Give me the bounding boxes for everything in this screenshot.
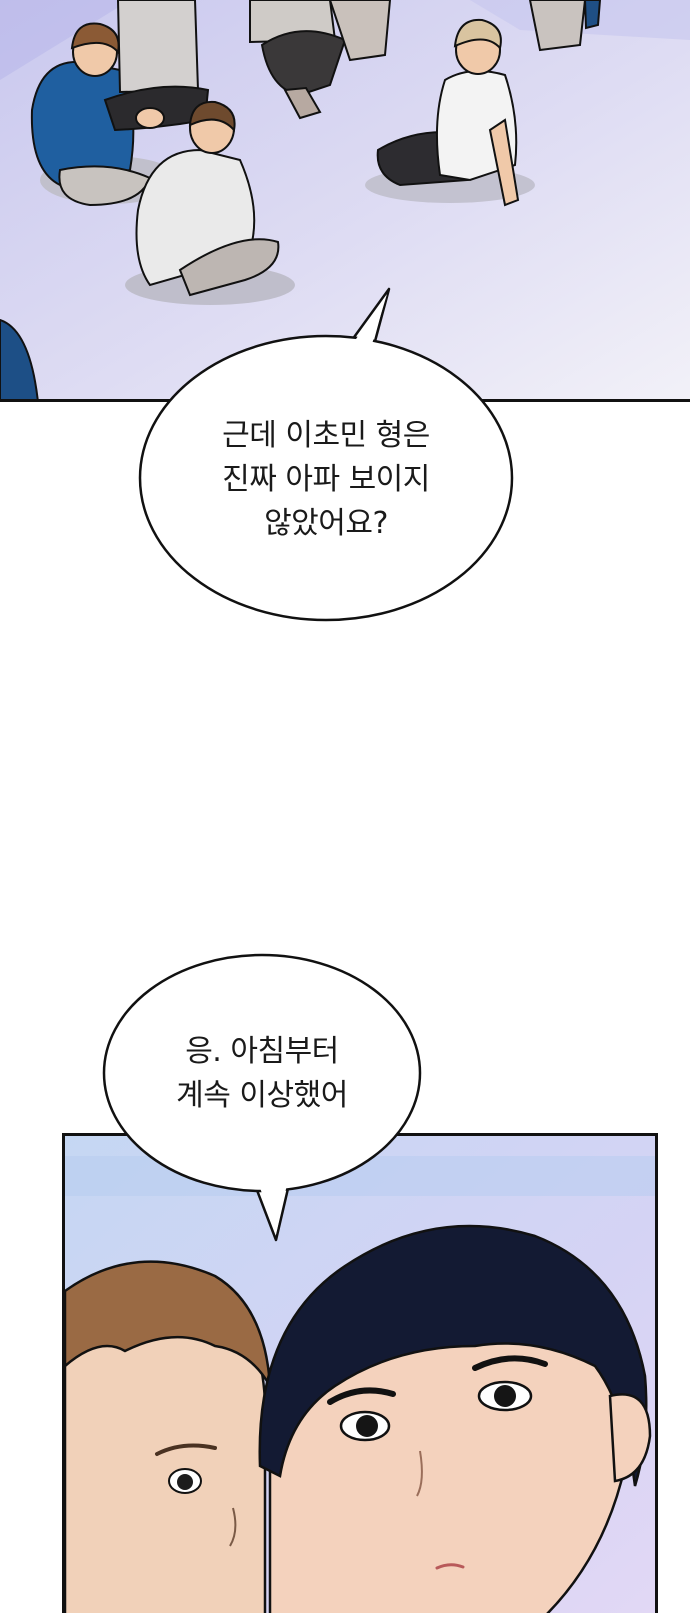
- speech-bubble-1: [138, 287, 514, 622]
- dialogue-line: 응. 아침부터: [185, 1034, 339, 1069]
- illustration-two-characters: [65, 1136, 655, 1613]
- dialogue-line: 진짜 아파 보이지: [222, 462, 430, 497]
- speech-bubble-1-text: 근데 이초민 형은 진짜 아파 보이지 않았어요?: [176, 414, 476, 546]
- character-dark-hair: [258, 1224, 652, 1613]
- character-brown-hair: [65, 1260, 272, 1613]
- dialogue-line: 않았어요?: [264, 506, 388, 541]
- speech-bubble-2-text: 응. 아침부터 계속 이상했어: [122, 1030, 402, 1118]
- person-white-shirt-right: [365, 18, 535, 207]
- dialogue-line: 계속 이상했어: [176, 1078, 348, 1113]
- person-top-center: [249, 0, 392, 120]
- speech-bubble-2: [102, 953, 422, 1242]
- person-white-shirt-front: [125, 100, 295, 305]
- shoulder-partial: [0, 318, 39, 399]
- dialogue-line: 근데 이초민 형은: [222, 418, 430, 453]
- panel-top-group-sitting: [0, 0, 690, 402]
- illustration-group-sitting: [0, 0, 690, 399]
- wall-shadow: [0, 0, 130, 80]
- panel-bottom-closeup: [62, 1133, 658, 1613]
- person-top-right-partial: [528, 0, 602, 52]
